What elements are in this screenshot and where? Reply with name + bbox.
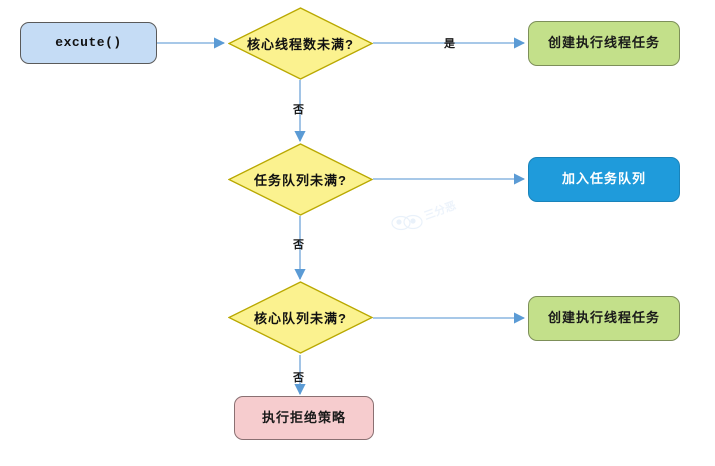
node-start-excute[interactable]: excute() [20, 22, 157, 64]
node-decision1-label: 核心线程数未满? [247, 37, 354, 52]
node-action1-label: 创建执行线程任务 [547, 35, 660, 51]
diamond-shape [228, 281, 373, 354]
edge-label-yes-1: 是 [444, 38, 455, 50]
diamond-shape [228, 7, 373, 80]
node-action3-label: 创建执行线程任务 [547, 310, 660, 326]
node-action-create-thread-task-1[interactable]: 创建执行线程任务 [528, 21, 680, 66]
diamond-shape [228, 143, 373, 216]
node-decision-core-thread-not-full[interactable]: 核心线程数未满? [228, 7, 373, 80]
node-action-create-thread-task-2[interactable]: 创建执行线程任务 [528, 296, 680, 341]
edge-label-no-2: 否 [293, 239, 304, 251]
node-end-label: 执行拒绝策略 [261, 409, 346, 425]
edge-label-no-3: 否 [293, 372, 304, 384]
node-action-join-task-queue[interactable]: 加入任务队列 [528, 157, 680, 202]
node-decision3-label: 核心队列未满? [254, 311, 347, 326]
node-decision-core-queue-not-full[interactable]: 核心队列未满? [228, 281, 373, 354]
node-execute-reject-policy[interactable]: 执行拒绝策略 [234, 396, 374, 440]
node-decision2-label: 任务队列未满? [254, 173, 347, 188]
edge-label-no-1: 否 [293, 104, 304, 116]
node-action2-label: 加入任务队列 [561, 171, 646, 187]
node-decision-task-queue-not-full[interactable]: 任务队列未满? [228, 143, 373, 216]
node-start-label: excute() [55, 34, 122, 50]
